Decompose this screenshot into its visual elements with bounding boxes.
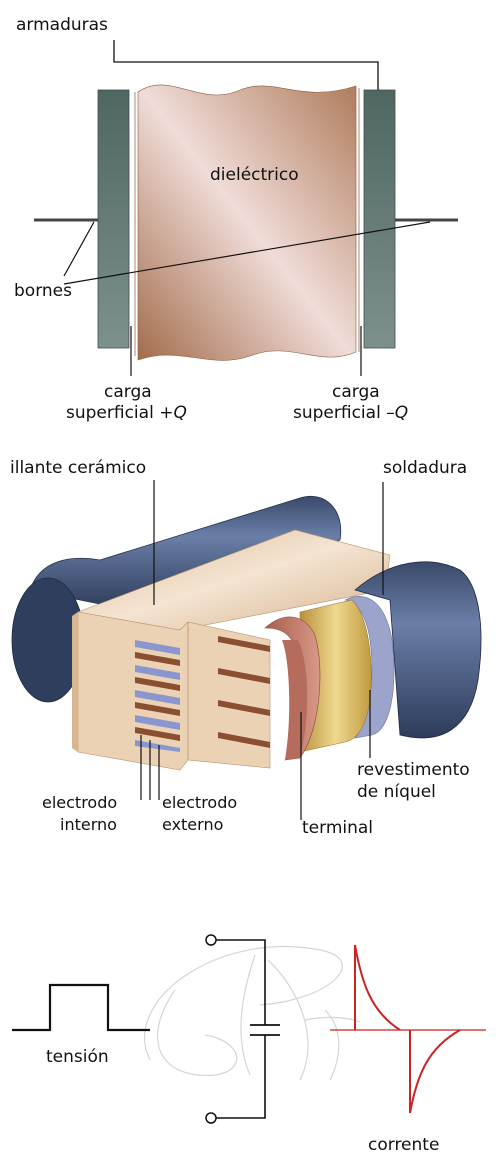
left-end-cap — [29, 496, 342, 611]
electrode-brown — [218, 732, 270, 748]
ceramic-side-face — [72, 612, 78, 752]
electrode-brown — [135, 727, 180, 741]
carga-pos-line2: superficial +Q — [66, 403, 187, 423]
capacitor-diagram: armaduras dieléctrico bornes carga super… — [14, 15, 458, 423]
revestimento-label-1: revestimento — [357, 760, 470, 780]
internal-electrodes — [135, 640, 180, 752]
bottom-terminal-node — [205, 1112, 217, 1124]
signature-watermark — [144, 945, 361, 1081]
carga-neg-line2: superficial –Q — [293, 403, 408, 423]
bornes-leader-right — [63, 221, 431, 285]
electrode-blue — [135, 690, 180, 705]
electrode-brown — [135, 702, 180, 716]
solder-ring — [344, 596, 395, 739]
illante-label: illante cerámico — [10, 458, 146, 478]
bornes-leader-left — [63, 221, 95, 277]
bottom-lead — [216, 1035, 266, 1119]
electrode-blue — [135, 640, 180, 655]
ceramic-capacitor-diagram: illante cerámico soldadura electrodo int… — [10, 458, 482, 838]
right-end-cap — [354, 561, 482, 739]
ceramic-front-face — [77, 611, 271, 771]
current-positive-spike — [354, 944, 401, 1031]
electrode-blue — [135, 740, 180, 752]
electrodo-interno-label-2: interno — [60, 815, 117, 834]
electrode-brown — [135, 677, 180, 691]
revestimento-label-2: de níquel — [357, 782, 436, 802]
terminal-label: terminal — [302, 818, 373, 838]
electrode-brown — [218, 636, 270, 652]
electrodo-externo-label-1: electrodo — [162, 793, 237, 812]
armaduras-leader — [113, 40, 379, 92]
carga-neg-line1: carga — [332, 382, 380, 402]
external-electrodes — [135, 636, 270, 748]
signal-diagram: tensión corrente — [12, 934, 486, 1155]
current-negative-spike — [409, 1029, 461, 1114]
left-plate — [97, 89, 130, 349]
electrodo-interno-label-1: electrodo — [42, 793, 117, 812]
carga-pos-line1: carga — [104, 382, 152, 402]
right-plate — [363, 89, 396, 349]
voltage-pulse — [12, 983, 150, 1032]
dielectric-label: dieléctrico — [210, 165, 299, 185]
electrode-blue — [135, 715, 180, 730]
electrode-brown — [218, 700, 270, 716]
top-lead — [216, 939, 266, 1025]
dielectric-block — [137, 84, 357, 361]
top-terminal-node — [205, 934, 217, 946]
electrodo-externo-label-2: externo — [162, 815, 223, 834]
electrode-brown — [135, 652, 180, 666]
corrente-label: corrente — [368, 1135, 439, 1155]
soldadura-label: soldadura — [383, 458, 467, 478]
armaduras-label: armaduras — [16, 15, 108, 35]
bornes-label: bornes — [14, 281, 72, 301]
tension-label: tensión — [46, 1047, 109, 1067]
electrode-brown — [218, 668, 270, 684]
electrode-blue — [135, 665, 180, 680]
